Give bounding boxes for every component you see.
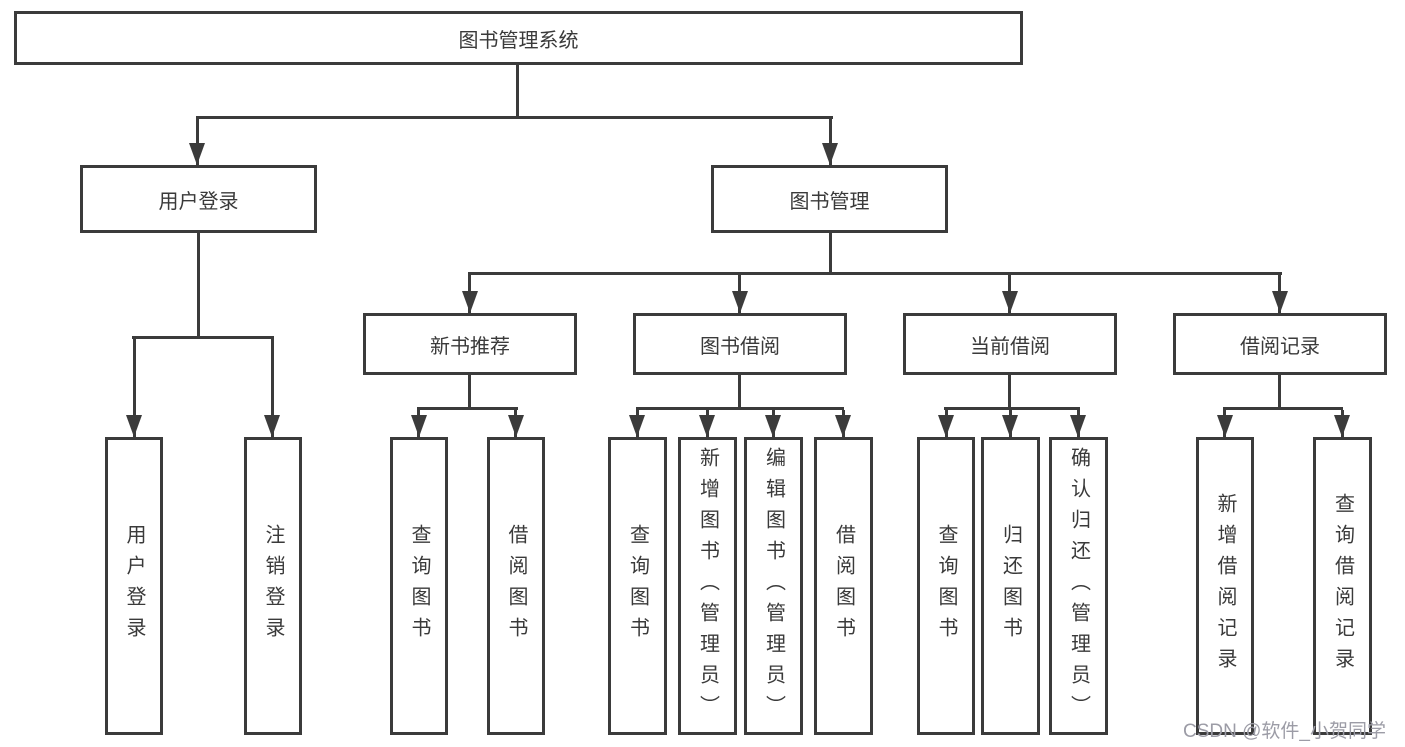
arrow-down-icon (1002, 415, 1018, 437)
arrow-down-icon (1272, 291, 1288, 313)
arrow-down-icon (629, 415, 645, 437)
connector-borrow-records-branch (1223, 407, 1343, 410)
arrow-down-icon (508, 415, 524, 437)
arrow-down-icon (822, 143, 838, 165)
arrow-down-icon (1217, 415, 1233, 437)
leaf-logout: 注销登录 (244, 437, 302, 735)
arrow-down-icon (411, 415, 427, 437)
arrow-down-icon (1334, 415, 1350, 437)
leaf-label: 借阅图书 (505, 524, 527, 648)
leaf-query-borrow-record: 查询借阅记录 (1313, 437, 1372, 735)
leaf-label: 查询图书 (935, 524, 957, 648)
leaf-query-books: 查询图书 (608, 437, 667, 735)
arrow-down-icon (765, 415, 781, 437)
connector-user-login-branch (132, 336, 274, 339)
arrow-down-icon (835, 415, 851, 437)
connector-borrow-records-trunk (1278, 375, 1281, 407)
connector-stub-leaf-logout (271, 339, 274, 437)
connector-level2-branch (196, 116, 833, 119)
leaf-confirm-return-admin: 确认归还（管理员） (1049, 437, 1108, 735)
connector-book-management-trunk (829, 233, 832, 272)
leaf-label: 查询图书 (408, 524, 430, 648)
arrow-down-icon (938, 415, 954, 437)
connector-level3-branch (468, 272, 1282, 275)
node-borrow-records: 借阅记录 (1173, 313, 1387, 375)
node-new-book-recommendation: 新书推荐 (363, 313, 577, 375)
node-library-system: 图书管理系统 (14, 11, 1023, 65)
leaf-edit-books-admin: 编辑图书（管理员） (744, 437, 803, 735)
leaf-return-books: 归还图书 (981, 437, 1040, 735)
arrow-down-icon (264, 415, 280, 437)
leaf-label: 查询借阅记录 (1331, 493, 1354, 679)
leaf-label: 编辑图书（管理员） (762, 446, 785, 726)
leaf-label: 查询图书 (626, 524, 649, 648)
connector-new-book-trunk (468, 375, 471, 407)
leaf-user-login: 用户登录 (105, 437, 163, 735)
connector-stub-book-management (829, 119, 832, 165)
connector-stub-leaf-login (133, 339, 136, 437)
connector-user-login-trunk (197, 233, 200, 336)
connector-new-book-branch (417, 407, 518, 410)
leaf-query-books: 查询图书 (917, 437, 975, 735)
node-book-borrowing: 图书借阅 (633, 313, 847, 375)
leaf-query-books: 查询图书 (390, 437, 448, 735)
leaf-label: 借阅图书 (832, 524, 855, 648)
connector-current-borrow-branch (944, 407, 1080, 410)
leaf-add-books-admin: 新增图书（管理员） (678, 437, 737, 735)
leaf-borrow-books: 借阅图书 (487, 437, 545, 735)
connector-root-trunk (516, 65, 519, 119)
leaf-label: 新增借阅记录 (1214, 493, 1236, 679)
arrow-down-icon (1070, 415, 1086, 437)
arrow-down-icon (699, 415, 715, 437)
leaf-label: 注销登录 (262, 524, 284, 648)
arrow-down-icon (462, 291, 478, 313)
arrow-down-icon (189, 143, 205, 165)
connector-book-borrow-branch (636, 407, 844, 410)
node-current-borrowing: 当前借阅 (903, 313, 1117, 375)
watermark: CSDN @软件_小贺同学 (1183, 721, 1386, 742)
arrow-down-icon (1002, 291, 1018, 313)
leaf-label: 归还图书 (999, 524, 1022, 648)
arrow-down-icon (732, 291, 748, 313)
leaf-label: 新增图书（管理员） (696, 446, 719, 726)
leaf-borrow-books: 借阅图书 (814, 437, 873, 735)
leaf-label: 确认归还（管理员） (1067, 446, 1090, 726)
connector-current-borrow-trunk (1008, 375, 1011, 407)
node-book-management: 图书管理 (711, 165, 948, 233)
connector-book-borrow-trunk (738, 375, 741, 407)
arrow-down-icon (126, 415, 142, 437)
node-user-login: 用户登录 (80, 165, 317, 233)
leaf-add-borrow-record: 新增借阅记录 (1196, 437, 1254, 735)
leaf-label: 用户登录 (123, 524, 145, 648)
connector-stub-user-login (196, 119, 199, 165)
